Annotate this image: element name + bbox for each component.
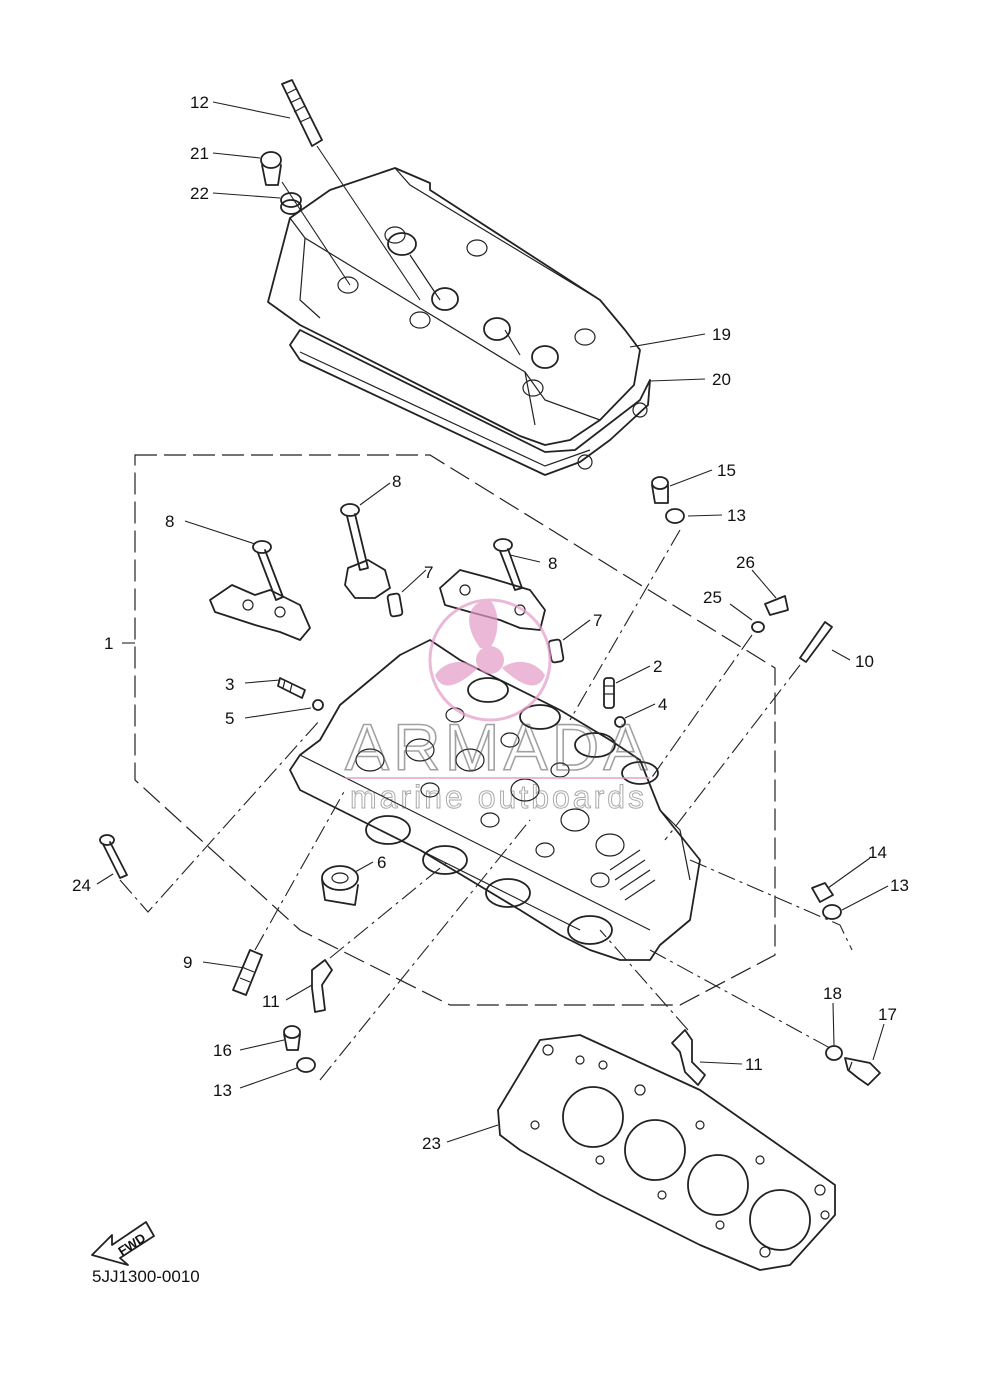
label-7-right: 7 [593,611,602,630]
centerline-11-left [329,859,451,959]
label-20: 20 [712,370,731,389]
collar-16 [283,1025,301,1051]
label-23: 23 [422,1134,441,1153]
label-2: 2 [653,657,662,676]
label-12: 12 [190,93,209,112]
label-7-left: 7 [424,563,433,582]
label-1: 1 [104,634,113,653]
collar-15 [651,476,669,504]
centerline-14 [689,859,853,951]
bolt-17 [844,1057,881,1086]
cover-bolt [260,151,351,286]
elbow-fitting-11-right [671,1029,706,1086]
stud-bolt-10 [799,621,833,663]
label-19: 19 [712,325,731,344]
watermark: ARMADA marine outboards [344,598,651,816]
bolt-8-middle [340,503,369,571]
centerline-10 [664,664,801,841]
label-21: 21 [190,144,209,163]
centerline-15 [569,529,681,721]
label-17: 17 [878,1005,897,1024]
assembly-boundary [134,454,776,1006]
label-8-middle: 8 [392,472,401,491]
centerline-11-right [599,929,689,1031]
label-11-left: 11 [262,992,280,1011]
watermark-brand: ARMADA [345,710,651,784]
stud-bolt-9 [232,949,263,996]
label-9: 9 [183,953,192,972]
label-25: 25 [703,588,722,607]
label-13-bottom: 13 [213,1081,232,1100]
bolt-24 [99,834,128,879]
label-24: 24 [72,876,91,895]
o-ring-5 [312,699,324,711]
label-13-right: 13 [890,876,909,895]
label-22: 22 [190,184,209,203]
forward-arrow-icon: FWD [91,1221,155,1266]
camshaft-cap-left [209,584,311,641]
centerline-24 [119,719,321,913]
centerline-17 [649,949,831,1049]
bolt-8-left [252,540,284,601]
label-18: 18 [823,984,842,1003]
label-4: 4 [658,695,667,714]
stud-bolt-2 [603,677,615,709]
diagram-code: 5JJ1300-0010 [92,1267,200,1286]
leader-lines [96,101,889,1143]
washer-13-top [665,508,685,524]
washer-13-right [822,904,842,920]
bolt-26 [764,595,789,616]
label-16: 16 [213,1041,232,1060]
o-ring-4 [614,716,626,728]
watermark-logo-icon [428,598,552,722]
part-labels: 12 21 22 19 20 15 13 8 8 8 7 7 26 25 10 … [72,93,909,1153]
label-14: 14 [868,843,887,862]
washer-18 [825,1045,843,1061]
centerline-16 [319,819,531,1081]
label-8-right: 8 [548,554,557,573]
spark-plug [281,79,421,301]
head-cover-gasket [289,329,651,476]
camshaft-cap-middle [344,559,391,599]
washer-25 [751,621,765,633]
centerline-9 [254,789,346,951]
bolt-14 [811,882,834,903]
centerline-25 [649,634,753,781]
elbow-fitting-11-left [311,959,333,1013]
label-3: 3 [225,675,234,694]
label-10: 10 [855,652,874,671]
grommet [280,192,302,215]
camshaft-cap-right [439,569,546,631]
label-6: 6 [377,853,386,872]
cylinder-head [289,639,701,961]
label-13-top: 13 [727,506,746,525]
watermark-tagline: marine outboards [350,779,647,815]
dowel-pin-left [386,592,404,618]
label-15: 15 [717,461,736,480]
stud-bolt-3 [277,677,306,699]
cylinder-head-gasket [497,1034,836,1271]
washer-13-bottom [296,1057,316,1073]
label-26: 26 [736,553,755,572]
label-8-left: 8 [165,512,174,531]
fwd-label: FWD [115,1230,148,1259]
plug-6 [321,865,359,906]
bolt-8-right [493,538,523,591]
label-11-right: 11 [745,1055,763,1074]
cylinder-head-cover [267,167,641,446]
label-5: 5 [225,709,234,728]
